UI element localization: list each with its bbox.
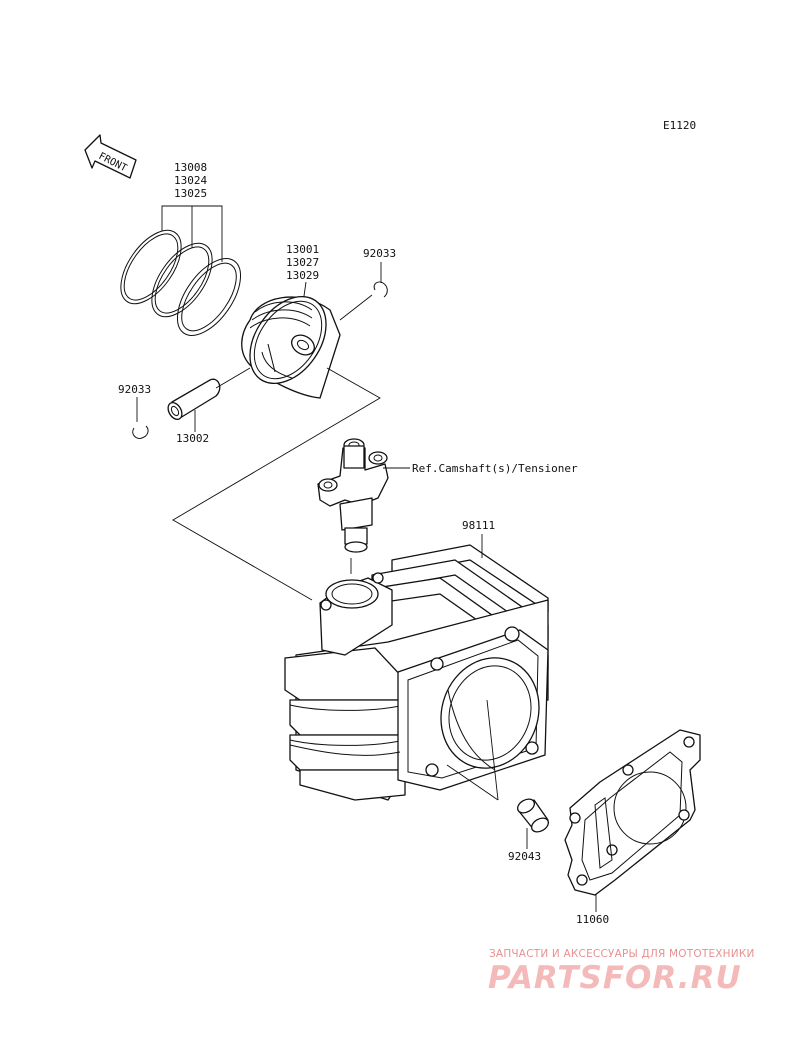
piston-callout: 13001 13027 13029	[286, 243, 319, 297]
head-gasket	[564, 729, 701, 896]
piston-pin	[167, 367, 251, 421]
label-ref: Ref.Camshaft(s)/Tensioner	[412, 462, 578, 475]
tensioner-ref-callout: Ref.Camshaft(s)/Tensioner	[383, 462, 578, 475]
pin-callout: 13002	[176, 410, 209, 445]
label-rings-2: 13024	[174, 174, 207, 187]
clip-left-callout: 92033	[118, 383, 151, 439]
label-piston-2: 13027	[286, 256, 319, 269]
piston	[241, 295, 341, 399]
diagram-code: E1120	[663, 119, 696, 132]
cylinder-callout: 98111	[462, 519, 495, 558]
label-clip-left: 92033	[118, 383, 151, 396]
label-piston-1: 13001	[286, 243, 319, 256]
rings-callout: 13008 13024 13025	[161, 161, 223, 262]
label-dowel: 92043	[508, 850, 541, 863]
front-arrow-icon: FRONT	[84, 134, 137, 179]
label-cylinder: 98111	[462, 519, 495, 532]
cam-chain-tensioner	[317, 438, 389, 574]
cylinder-block	[284, 544, 549, 801]
clip-right-callout: 92033	[363, 247, 396, 298]
label-clip-right: 92033	[363, 247, 396, 260]
label-rings-3: 13025	[174, 187, 207, 200]
piston-rings	[120, 229, 241, 336]
watermark-tagline: ЗАПЧАСТИ И АКСЕССУАРЫ ДЛЯ МОТОТЕХНИКИ	[489, 948, 755, 960]
watermark-logo: PARTSFOR.RU	[488, 960, 742, 996]
label-rings-1: 13008	[174, 161, 207, 174]
label-gasket: 11060	[576, 913, 609, 926]
label-piston-3: 13029	[286, 269, 319, 282]
gasket-callout: 11060	[576, 894, 609, 926]
label-pin: 13002	[176, 432, 209, 445]
dowel-pin	[516, 798, 550, 833]
assembly-guide-line	[172, 367, 381, 601]
dowel-callout: 92043	[508, 828, 541, 863]
